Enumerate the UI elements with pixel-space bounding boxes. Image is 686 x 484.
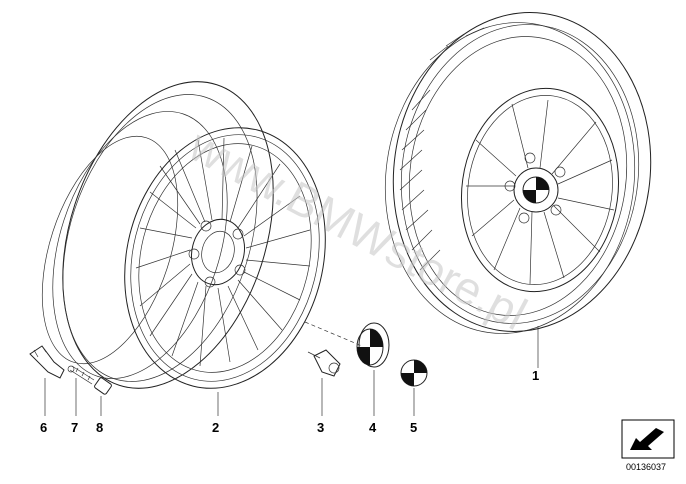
hub-cap[interactable] <box>356 322 390 368</box>
complete-wheel-with-tyre[interactable] <box>365 0 671 350</box>
valve-insert[interactable] <box>67 365 95 385</box>
callout-3: 3 <box>317 420 324 435</box>
bmw-emblem[interactable] <box>400 359 428 387</box>
callout-5: 5 <box>410 420 417 435</box>
tyre-valve[interactable] <box>29 345 65 379</box>
callout-1: 1 <box>532 368 539 383</box>
document-number: 00136037 <box>626 462 666 472</box>
callout-8: 8 <box>96 420 103 435</box>
valve-cap[interactable] <box>94 377 112 395</box>
callout-6: 6 <box>40 420 47 435</box>
watermark-text: www.BMWstore.pl <box>180 118 535 340</box>
wheel-bolt[interactable] <box>307 349 341 377</box>
arrow-icon <box>621 419 675 459</box>
callout-4: 4 <box>369 420 377 435</box>
callout-7: 7 <box>71 420 78 435</box>
alloy-rim[interactable] <box>16 54 352 415</box>
leader-lines <box>44 326 539 416</box>
callout-2: 2 <box>212 420 219 435</box>
